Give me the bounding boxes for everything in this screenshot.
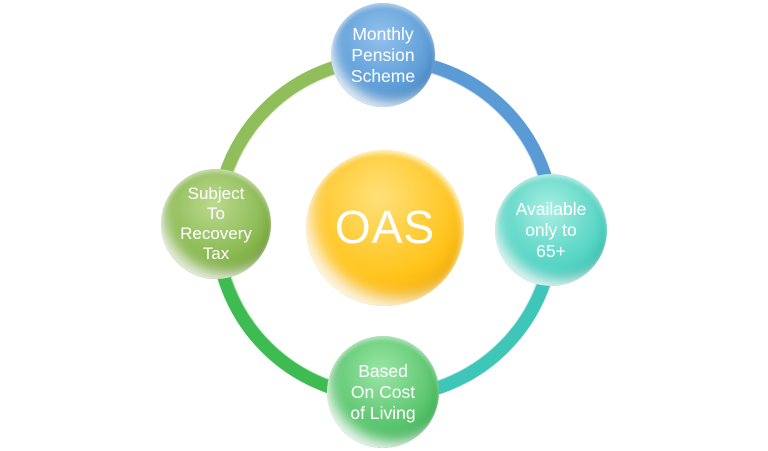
node-label: Subject To Recovery Tax xyxy=(180,184,252,264)
node-label-line: Recovery xyxy=(180,224,252,243)
node-monthly-pension-scheme: Monthly Pension Scheme xyxy=(331,3,435,107)
node-label-line: Available xyxy=(515,198,587,219)
center-node-label: OAS xyxy=(334,201,436,253)
center-node-oas: OAS xyxy=(306,150,464,306)
node-label-line: Based xyxy=(358,360,408,381)
node-label-line: of Living xyxy=(350,402,416,423)
node-label-line: Subject xyxy=(187,184,245,203)
node-label-line: To xyxy=(207,204,225,223)
node-label-line: Scheme xyxy=(350,65,416,86)
node-label: Monthly Pension Scheme xyxy=(351,24,415,87)
node-label-line: Tax xyxy=(202,244,230,263)
node-label-line: Pension xyxy=(351,44,415,65)
node-label: Based On Cost of Living xyxy=(350,361,415,424)
node-available-only-to-65plus: Available only to 65+ xyxy=(495,174,607,286)
node-based-on-cost-of-living: Based On Cost of Living xyxy=(327,336,439,448)
node-label-line: On Cost xyxy=(350,381,416,402)
node-label: Available only to 65+ xyxy=(516,199,587,262)
node-label-line: only to xyxy=(525,219,577,240)
node-label-line: 65+ xyxy=(536,240,566,261)
node-subject-to-recovery-tax: Subject To Recovery Tax xyxy=(161,169,271,279)
node-label-line: Monthly xyxy=(352,23,414,44)
